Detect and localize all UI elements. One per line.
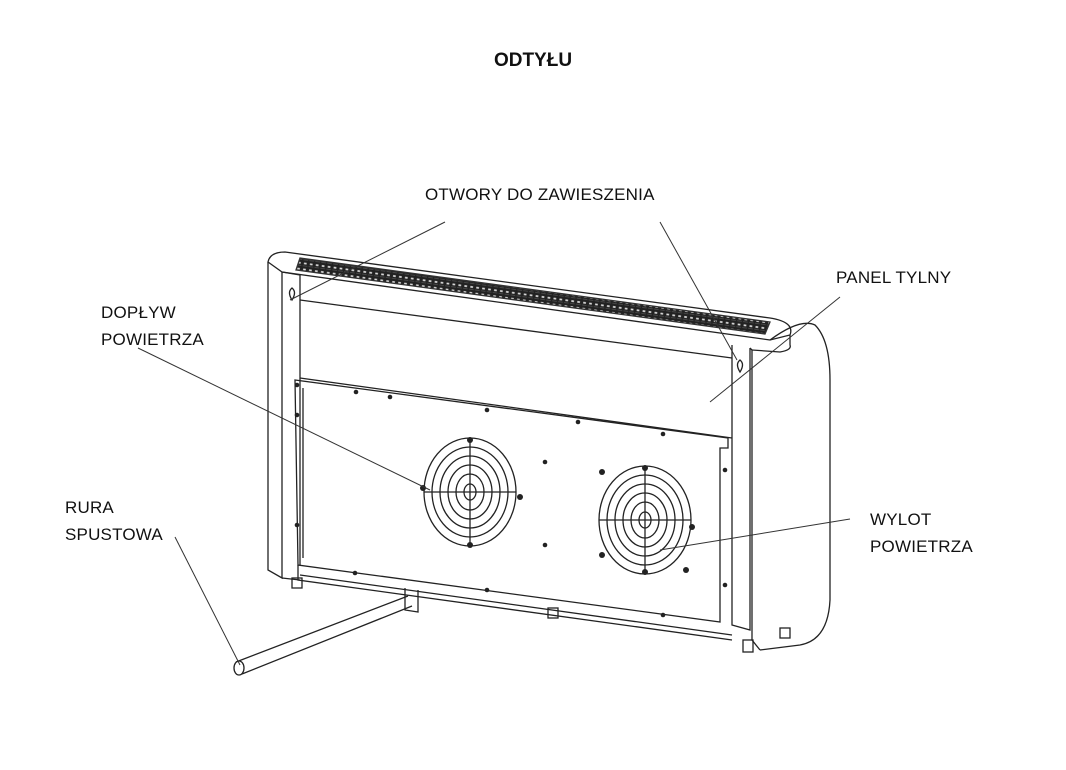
label-air-inlet-line1: DOPŁYW <box>101 303 176 322</box>
page-title: ODTYŁU <box>493 50 573 71</box>
left-post <box>267 262 301 581</box>
air-inlet-fan <box>420 437 523 548</box>
label-back-panel: PANEL TYLNY <box>836 268 952 287</box>
fan-panel <box>294 379 733 641</box>
back-panel <box>299 299 733 439</box>
side-housing <box>759 322 831 651</box>
label-drain-pipe: RURA SPUSTOWA <box>65 494 163 548</box>
label-drain-pipe-line2: SPUSTOWA <box>65 525 163 544</box>
label-air-outlet: WYLOT POWIETRZA <box>870 506 973 560</box>
right-post <box>731 345 761 651</box>
mounting-hole-right <box>736 359 744 374</box>
top-grill <box>267 251 792 341</box>
drain-pipe <box>233 595 413 676</box>
screws <box>294 382 728 618</box>
label-air-outlet-line1: WYLOT <box>870 510 932 529</box>
label-air-inlet-line2: POWIETRZA <box>101 330 204 349</box>
mounting-hole-left <box>288 287 296 302</box>
label-mounting-holes: OTWORY DO ZAWIESZENIA <box>425 185 655 204</box>
feet <box>291 577 791 653</box>
air-outlet-fan <box>598 465 695 575</box>
label-air-outlet-line2: POWIETRZA <box>870 537 973 556</box>
label-drain-pipe-line1: RURA <box>65 498 114 517</box>
leader-lines <box>137 221 851 666</box>
label-air-inlet: DOPŁYW POWIETRZA <box>101 299 204 353</box>
